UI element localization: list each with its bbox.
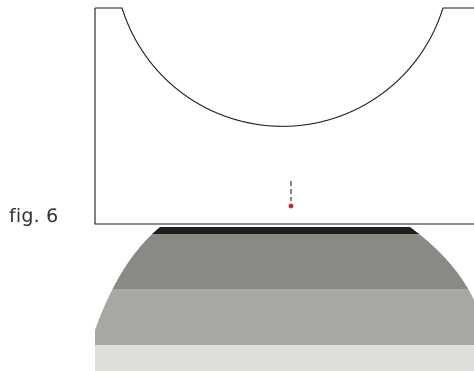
- dome-band-top: [95, 233, 474, 289]
- figure-caption: fig. 6: [9, 205, 59, 227]
- dome-band-bottom: [95, 345, 474, 371]
- dome-band-middle: [95, 289, 474, 345]
- center-marker-point: [288, 203, 294, 209]
- upper-block-outline: [94, 7, 474, 225]
- dome-cap: [95, 227, 474, 234]
- dome-body: [95, 227, 474, 371]
